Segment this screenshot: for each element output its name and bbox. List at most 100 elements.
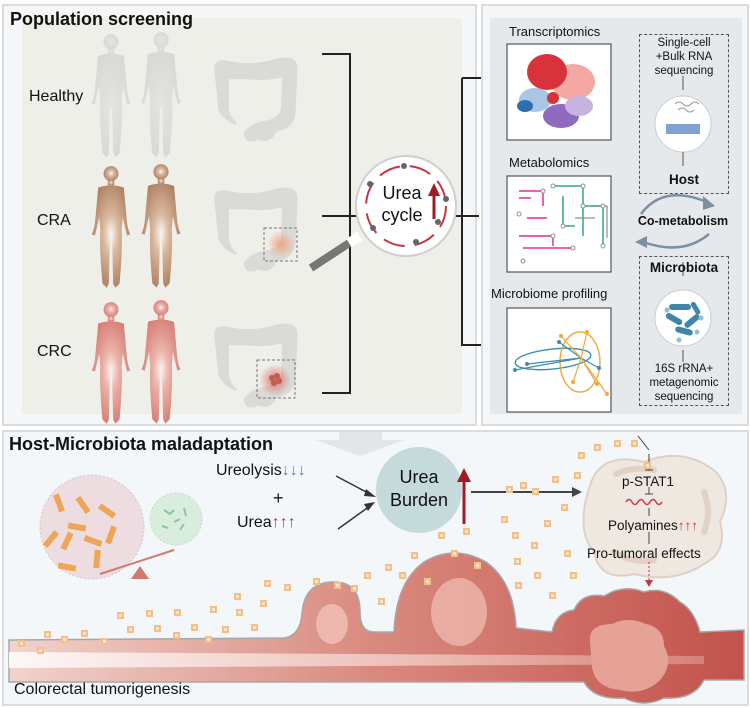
polyamines-text: Polyamines xyxy=(608,518,678,533)
microbiota-method-line1: 16S rRNA+ xyxy=(654,363,714,375)
healthy-colon-icon xyxy=(214,57,298,142)
microbiota-method-line2: metagenomic xyxy=(649,377,719,389)
adenoma-highlight-box xyxy=(263,227,298,262)
urea-particle xyxy=(514,558,521,565)
ureolysis-text: Ureolysis xyxy=(216,462,282,479)
urea-particle xyxy=(313,578,320,585)
plus-sign: + xyxy=(273,488,284,508)
urea-particle xyxy=(594,444,601,451)
bacteria-cluster-icon xyxy=(654,262,712,362)
urea-cycle-line2: cycle xyxy=(381,205,423,225)
healthy-humans-icon xyxy=(91,32,181,158)
host-method-line1: Single-cell xyxy=(657,37,711,49)
group-label-healthy: Healthy xyxy=(29,88,84,105)
pathogenic-bacteria-icon xyxy=(39,474,145,580)
urea-particle xyxy=(351,585,358,592)
urea-particle xyxy=(515,582,522,589)
urea-particle xyxy=(146,610,153,617)
urea-particle xyxy=(552,476,559,483)
urea-particle xyxy=(399,572,406,579)
urea-particle xyxy=(378,598,385,605)
group-label-cra: CRA xyxy=(37,212,71,229)
urea-particle xyxy=(334,582,341,589)
urea-particle xyxy=(614,440,621,447)
commensal-bacteria-icon xyxy=(149,492,203,546)
urea-particle xyxy=(570,572,577,579)
urea-particle xyxy=(236,609,243,616)
urea-particle xyxy=(544,520,551,527)
urea-up-arrows-icon: ↑↑↑ xyxy=(271,514,296,531)
pro-tumoral-effects-label: Pro-tumoral effects xyxy=(587,546,701,561)
crc-colon-icon xyxy=(214,323,298,408)
colon-epithelium-icon xyxy=(8,552,745,704)
converging-arrows xyxy=(335,475,371,530)
group-label-crc: CRC xyxy=(37,343,72,360)
urea-cycle-up-arrow-icon xyxy=(428,183,440,219)
omics-label-metabolomics: Metabolomics xyxy=(509,155,590,170)
ureolysis-down-arrows-icon: ↓↓↓ xyxy=(281,462,306,479)
host-method-label: Single-cell +Bulk RNA sequencing xyxy=(639,36,729,78)
urea-particle xyxy=(564,550,571,557)
crc-humans-icon xyxy=(91,300,181,424)
urea-particle xyxy=(532,488,539,495)
urea-particle xyxy=(561,504,568,511)
urea-text: Urea xyxy=(237,514,272,531)
urea-particle xyxy=(364,572,371,579)
carcinoma-highlight-box xyxy=(256,359,296,399)
panel-title-population-screening: Population screening xyxy=(10,9,194,29)
ureolysis-label: Ureolysis↓↓↓ xyxy=(216,462,306,480)
urea-particle xyxy=(438,532,445,539)
urea-burden-circle xyxy=(376,447,462,533)
urea-particle xyxy=(574,472,581,479)
urea-particle xyxy=(631,440,638,447)
host-microbiota-panel: Host-Microbiota maladaptation xyxy=(2,430,749,706)
omics-label-microbiome-profiling: Microbiome profiling xyxy=(491,286,608,301)
urea-label: Urea↑↑↑ xyxy=(237,514,296,532)
urea-particle xyxy=(644,462,651,469)
colorectal-tumorigenesis-caption: Colorectal tumorigenesis xyxy=(14,681,191,698)
urea-particle xyxy=(506,486,513,493)
polyamines-up-arrows-icon: ↑↑↑ xyxy=(677,518,699,533)
urea-particle xyxy=(411,552,418,559)
urea-particle xyxy=(520,482,527,489)
urea-particle xyxy=(385,564,392,571)
urea-particle xyxy=(234,593,241,600)
panel-title-host-microbiota: Host-Microbiota maladaptation xyxy=(9,434,274,454)
magnifier-icon xyxy=(308,155,457,272)
urea-particle xyxy=(101,638,108,645)
urea-particle xyxy=(173,632,180,639)
host-method-line2: +Bulk RNA xyxy=(655,51,713,63)
burden-to-cell-arrow-head-icon xyxy=(572,487,582,497)
urea-particle xyxy=(578,452,585,459)
polyamines-label: Polyamines↑↑↑ xyxy=(608,518,698,533)
host-method-box xyxy=(639,34,729,194)
urea-particle xyxy=(191,624,198,631)
omics-plots xyxy=(506,43,715,413)
urea-particle xyxy=(37,647,44,654)
urea-particle xyxy=(251,624,258,631)
tumorigenesis-illustration xyxy=(8,432,745,704)
urea-cycle-line1: Urea xyxy=(382,183,422,203)
pstat1-label: p-STAT1 xyxy=(622,474,675,489)
urea-particle xyxy=(81,630,88,637)
urea-arrow-head-icon xyxy=(364,502,375,511)
population-screening-panel: Population screening xyxy=(2,4,479,426)
urea-particle xyxy=(424,578,431,585)
urea-particle xyxy=(174,609,181,616)
urea-particle xyxy=(531,542,538,549)
urea-particle xyxy=(18,640,25,647)
metabolomics-network-plot xyxy=(506,175,612,273)
cra-humans-icon xyxy=(91,164,181,288)
multi-omics-panel: Transcriptomics Metabolomics Microbiome … xyxy=(481,4,749,426)
imbalance-seesaw-icon xyxy=(99,549,175,579)
urea-particle xyxy=(549,592,556,599)
urea-particle xyxy=(127,626,134,633)
urea-burden-up-arrow-icon xyxy=(457,468,471,524)
ureolysis-arrow-head-icon xyxy=(364,489,376,497)
urea-particle xyxy=(154,625,161,632)
urea-particle xyxy=(222,626,229,633)
omics-label-transcriptomics: Transcriptomics xyxy=(509,24,601,39)
urea-particle xyxy=(451,550,458,557)
microbiota-method-label: 16S rRNA+ metagenomic sequencing xyxy=(639,362,729,404)
urea-particle xyxy=(512,532,519,539)
